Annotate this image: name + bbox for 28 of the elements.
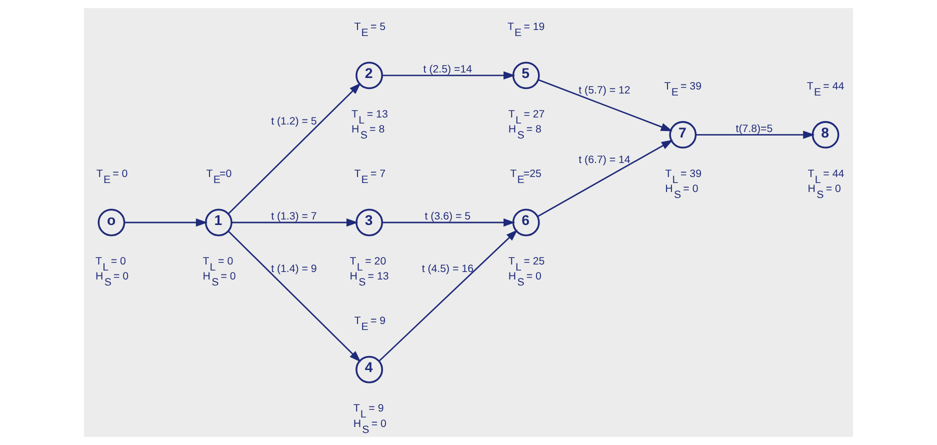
arrow: [696, 130, 815, 139]
edge-label: t (4.5) = 16: [422, 262, 474, 275]
arrow: [232, 218, 358, 227]
node-circle: 8: [812, 121, 840, 149]
edge-label: t (1.4) = 9: [271, 262, 317, 275]
edge-label: t (6.7) = 14: [578, 154, 630, 166]
edge-label: t (1.3) = 7: [271, 210, 317, 222]
arrow: [382, 218, 516, 227]
arrow: [537, 140, 674, 218]
arrow: [378, 230, 518, 362]
node-circle: 2: [356, 62, 383, 90]
node-circle: 1: [204, 208, 232, 236]
arrow: [228, 230, 361, 362]
node-circle: 3: [356, 208, 383, 236]
node-circle: 7: [669, 121, 697, 149]
edge-label: t (3.6) = 5: [424, 210, 471, 222]
arrow: [124, 218, 208, 227]
node-circle: 4: [356, 356, 383, 384]
arrow: [228, 82, 361, 214]
edge-label: t (2.5) =14: [423, 63, 472, 76]
edge-label: t(7.8)=5: [736, 122, 773, 135]
node-circle: o: [98, 208, 126, 236]
arrow: [382, 71, 516, 80]
edge-label: t (1.2) = 5: [271, 116, 317, 128]
node-circle: 5: [512, 62, 540, 90]
arrow: [538, 79, 673, 132]
node-circle: 6: [512, 208, 540, 236]
edge-label: t (5.7) = 12: [578, 84, 630, 97]
